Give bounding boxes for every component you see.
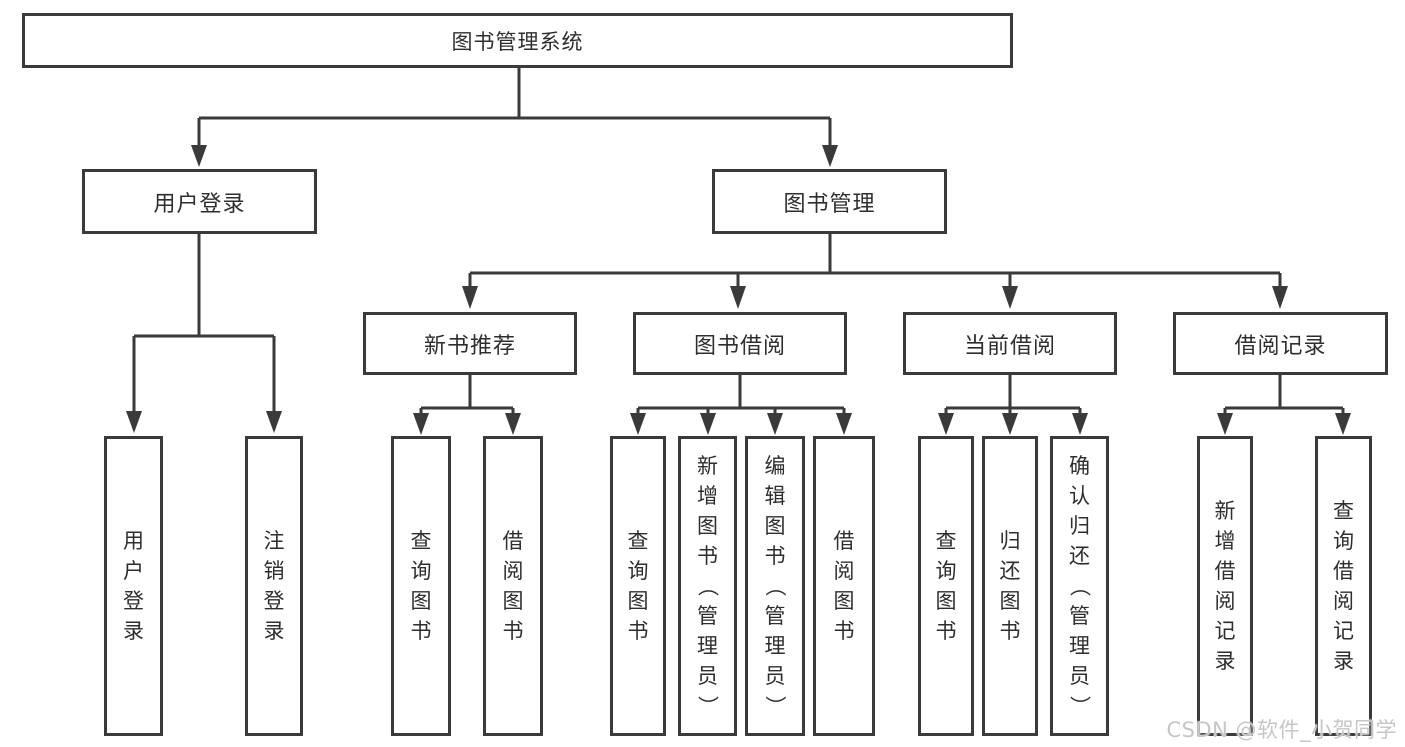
arrowhead [1072, 413, 1088, 435]
leaf-logout: 注销登录 [245, 436, 303, 736]
arrowhead [938, 413, 954, 435]
arrowhead [836, 413, 852, 435]
arrowhead [1217, 413, 1233, 435]
node-current-borrowing: 当前借阅 [903, 312, 1117, 375]
arrowhead [730, 286, 746, 309]
leaf-confirm-return-admin: 确认归还（管理员） [1050, 436, 1109, 736]
leaf-add-books-admin: 新增图书（管理员） [678, 436, 737, 736]
node-current-borrowing-label: 当前借阅 [963, 333, 1056, 359]
leaf-query-books-borrowing: 查询图书 [610, 436, 666, 736]
leaf-edit-books-admin: 编辑图书（管理员） [745, 436, 805, 736]
arrowhead [630, 413, 646, 435]
node-user-login-label: 用户登录 [153, 191, 246, 217]
arrowhead [1335, 413, 1351, 435]
arrowhead [822, 145, 838, 167]
node-book-borrowing-label: 图书借阅 [693, 333, 786, 359]
arrowhead [505, 413, 521, 435]
arrowhead [266, 411, 282, 433]
leaf-borrow-books-recommend: 借阅图书 [483, 436, 543, 736]
leaf-query-books-recommend: 查询图书 [391, 436, 451, 736]
node-root: 图书管理系统 [22, 13, 1013, 68]
leaf-add-borrow-record: 新增借阅记录 [1197, 436, 1253, 736]
node-root-label: 图书管理系统 [451, 29, 584, 54]
arrowhead [1002, 286, 1018, 309]
node-new-book-recommend: 新书推荐 [363, 312, 577, 375]
arrowhead [700, 413, 716, 435]
node-book-management-label: 图书管理 [783, 191, 876, 217]
leaf-query-borrow-record: 查询借阅记录 [1315, 436, 1372, 736]
watermark: CSDN @软件_小贺同学 [1166, 718, 1397, 742]
node-borrow-records-label: 借阅记录 [1234, 333, 1327, 359]
node-book-borrowing: 图书借阅 [633, 312, 847, 375]
node-book-management: 图书管理 [712, 169, 947, 234]
arrowhead [767, 413, 783, 435]
arrowhead [1272, 286, 1288, 309]
leaf-return-books: 归还图书 [982, 436, 1038, 736]
node-new-book-recommend-label: 新书推荐 [423, 333, 516, 359]
arrowhead [126, 411, 142, 433]
leaf-user-login: 用户登录 [104, 436, 163, 736]
arrowhead [191, 145, 207, 167]
arrowhead [413, 413, 429, 435]
node-user-login: 用户登录 [82, 169, 317, 234]
node-borrow-records: 借阅记录 [1173, 312, 1388, 375]
leaf-query-books-current: 查询图书 [918, 436, 974, 736]
leaf-borrow-books: 借阅图书 [813, 436, 875, 736]
arrowhead [462, 286, 478, 309]
arrowhead [1002, 413, 1018, 435]
